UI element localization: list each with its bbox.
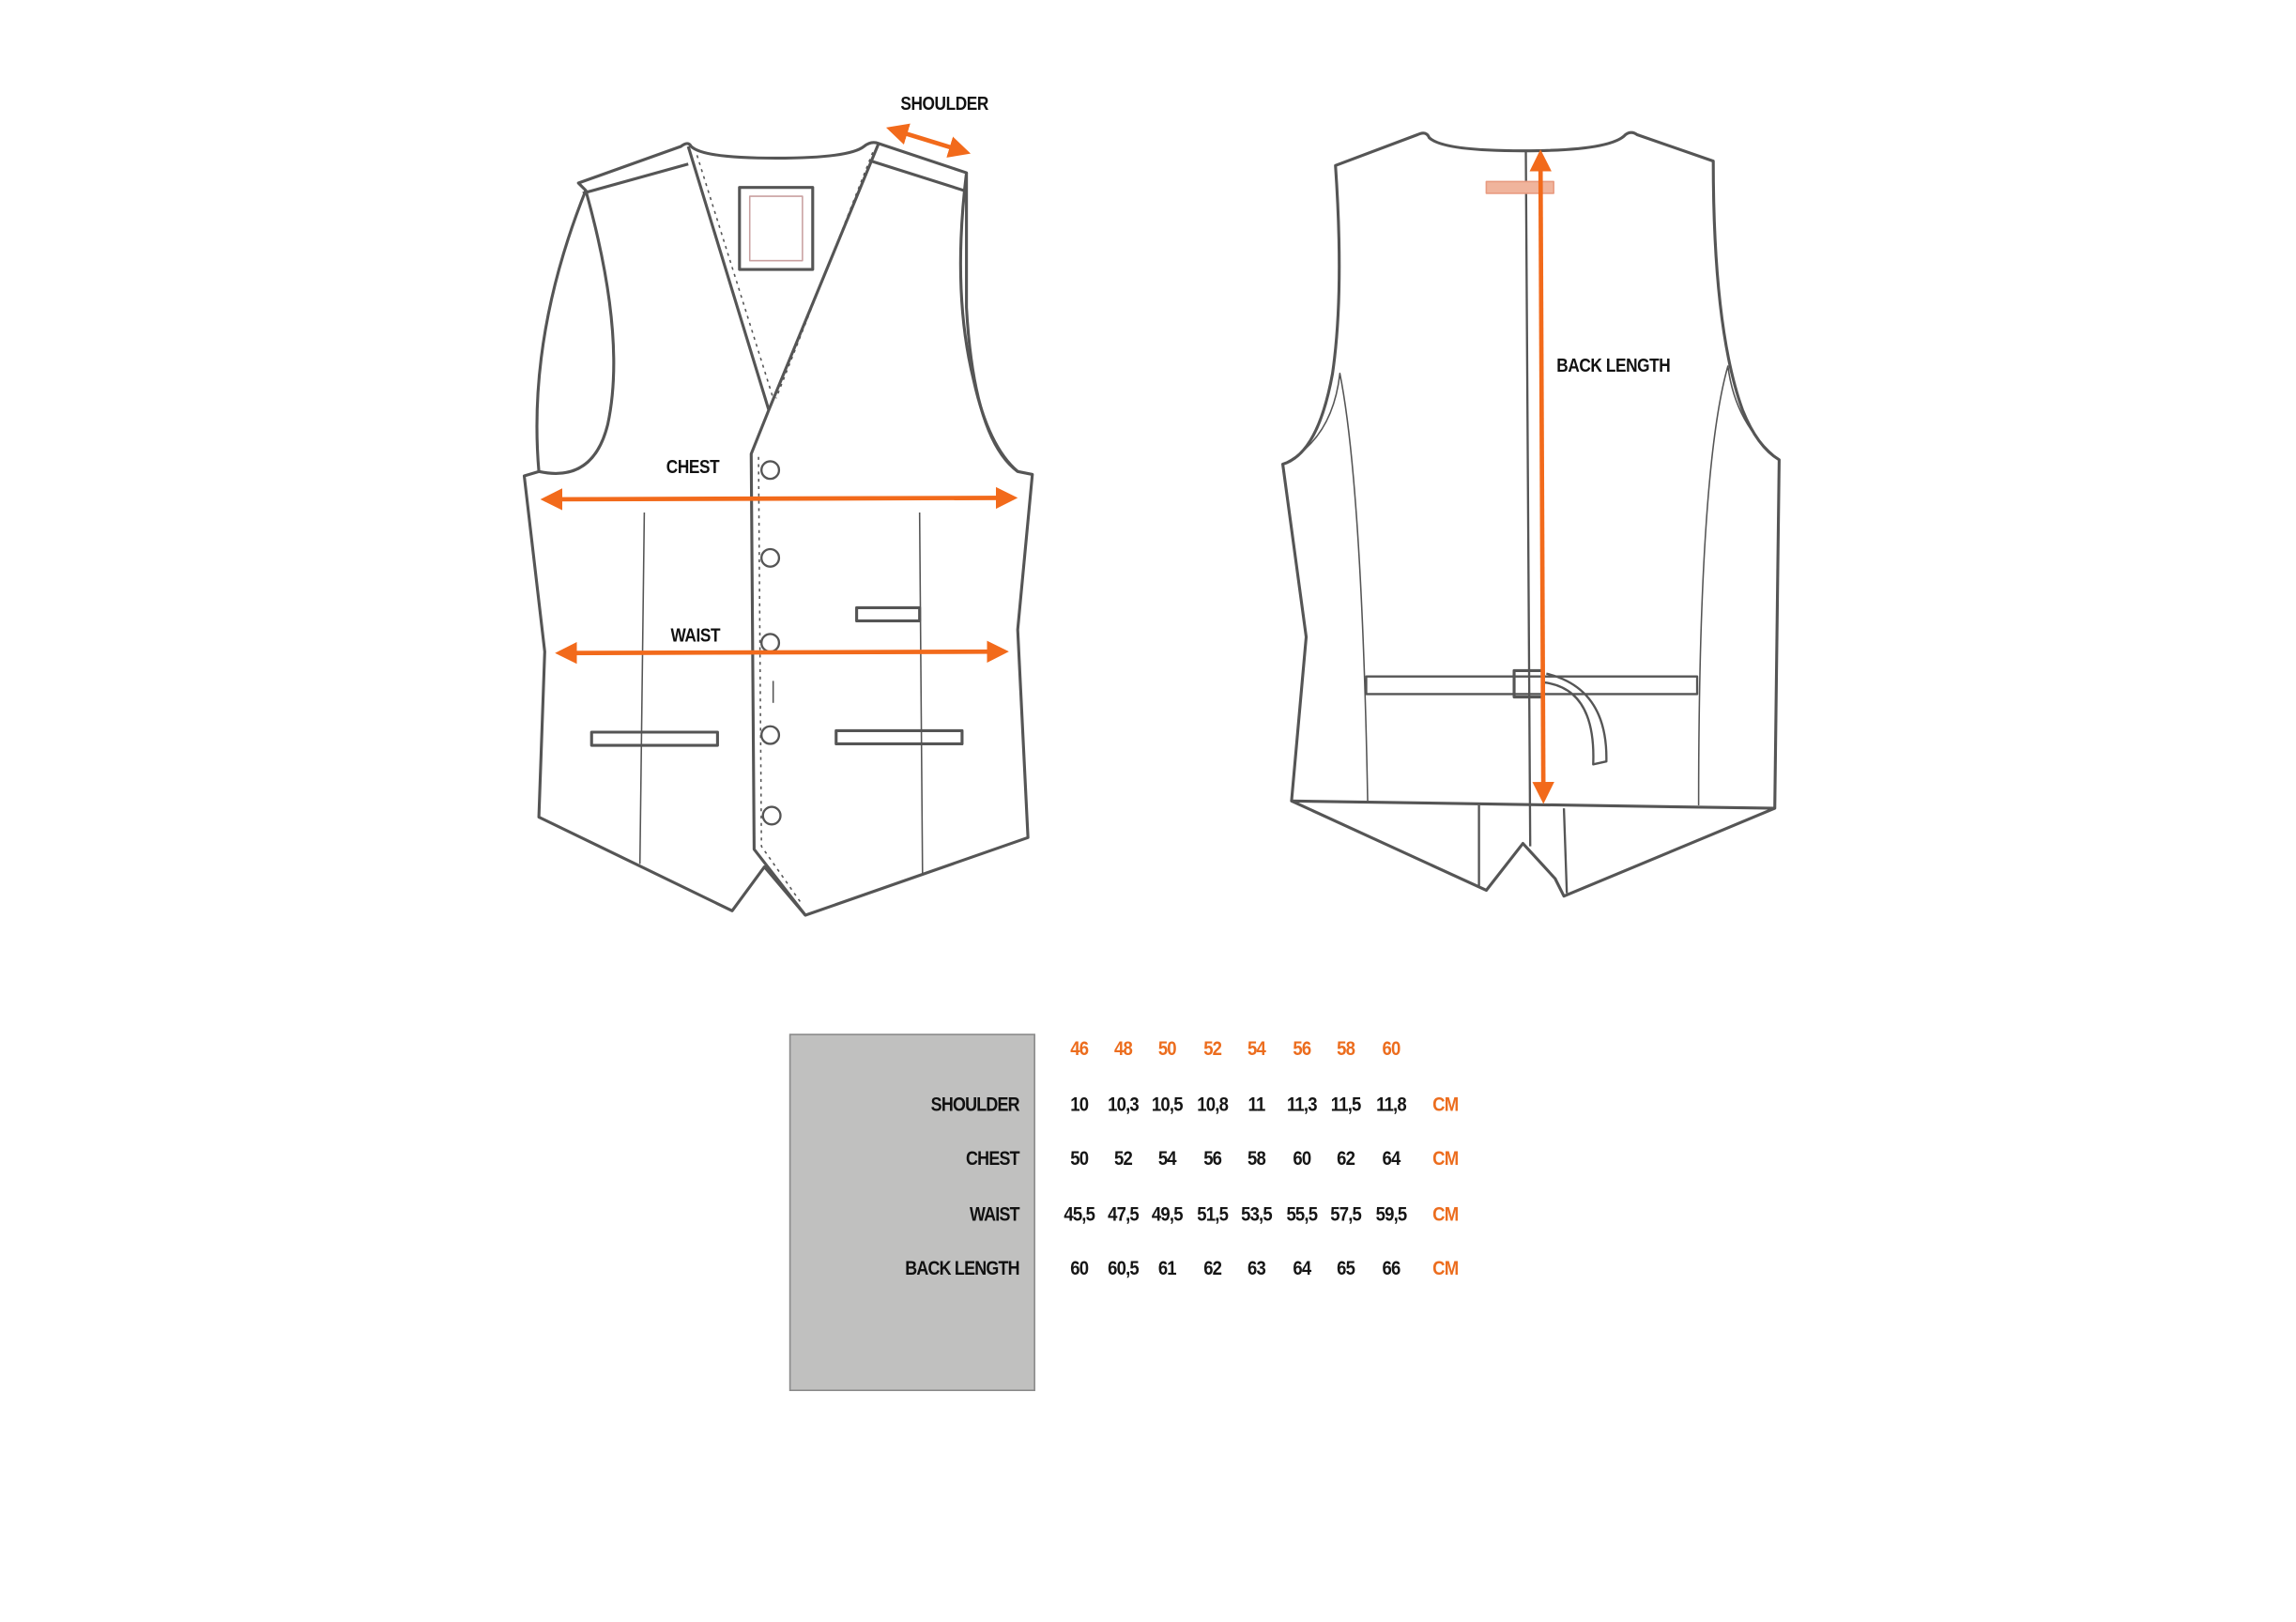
table-cell: 58 — [1247, 1147, 1266, 1170]
table-cell: 11,5 — [1330, 1093, 1362, 1115]
waist-arrow — [555, 640, 1009, 665]
table-cell: 10,3 — [1108, 1093, 1140, 1115]
size-header: 50 — [1157, 1037, 1177, 1060]
table-cell: 11,8 — [1376, 1093, 1407, 1115]
row-label: CHEST — [966, 1147, 1019, 1170]
table-cell: 53,5 — [1241, 1202, 1273, 1225]
unit-label: CM — [1432, 1257, 1459, 1279]
table-cell: 59,5 — [1375, 1202, 1408, 1225]
table-cell: 49,5 — [1151, 1202, 1184, 1225]
table-cell: 51,5 — [1197, 1202, 1229, 1225]
back-vest-drawing — [1280, 130, 1781, 898]
table-cell: 62 — [1337, 1147, 1355, 1170]
row-label: BACK LENGTH — [905, 1257, 1019, 1279]
table-cell: 61 — [1157, 1257, 1177, 1279]
shoulder-arrow — [886, 123, 972, 158]
size-header: 52 — [1203, 1037, 1222, 1060]
table-cell: 10,8 — [1197, 1093, 1229, 1115]
size-header: 48 — [1114, 1037, 1133, 1060]
table-cell: 11 — [1247, 1093, 1266, 1115]
measure-arrows-front — [540, 123, 1018, 665]
table-cell: 55,5 — [1286, 1202, 1318, 1225]
size-header: 60 — [1382, 1037, 1401, 1060]
size-header: 58 — [1337, 1037, 1355, 1060]
table-cell: 50 — [1070, 1147, 1089, 1170]
waist-label: WAIST — [670, 623, 721, 646]
chest-arrow — [540, 486, 1018, 511]
table-cell: 63 — [1247, 1257, 1266, 1279]
row-label: SHOULDER — [930, 1093, 1020, 1115]
table-cell: 66 — [1382, 1257, 1401, 1279]
size-header: 46 — [1070, 1037, 1089, 1060]
size-header: 54 — [1247, 1037, 1266, 1060]
table-cell: 62 — [1203, 1257, 1222, 1279]
back-length-label: BACK LENGTH — [1556, 354, 1671, 376]
shoulder-label: SHOULDER — [900, 92, 988, 115]
table-cell: 65 — [1337, 1257, 1355, 1279]
table-cell: 54 — [1157, 1147, 1177, 1170]
table-cell: 56 — [1203, 1147, 1222, 1170]
size-header: 56 — [1293, 1037, 1311, 1060]
row-label: WAIST — [970, 1202, 1019, 1225]
table-cell: 64 — [1293, 1257, 1311, 1279]
table-cell: 52 — [1114, 1147, 1133, 1170]
back-length-arrow — [1529, 149, 1554, 804]
table-cell: 45,5 — [1064, 1202, 1095, 1225]
table-cell: 47,5 — [1108, 1202, 1140, 1225]
table-cell: 57,5 — [1330, 1202, 1362, 1225]
table-cell: 11,3 — [1286, 1093, 1318, 1115]
table-cell: 60 — [1293, 1147, 1311, 1170]
table-cell: 64 — [1382, 1147, 1401, 1170]
front-vest-drawing — [522, 141, 1034, 917]
unit-label: CM — [1432, 1093, 1459, 1115]
unit-label: CM — [1432, 1202, 1459, 1225]
chest-label: CHEST — [666, 455, 720, 478]
unit-label: CM — [1432, 1147, 1459, 1170]
table-cell: 60,5 — [1108, 1257, 1140, 1279]
table-cell: 10 — [1070, 1093, 1089, 1115]
table-cell: 60 — [1070, 1257, 1089, 1279]
table-label-panel — [788, 1033, 1035, 1391]
table-cell: 10,5 — [1151, 1093, 1184, 1115]
